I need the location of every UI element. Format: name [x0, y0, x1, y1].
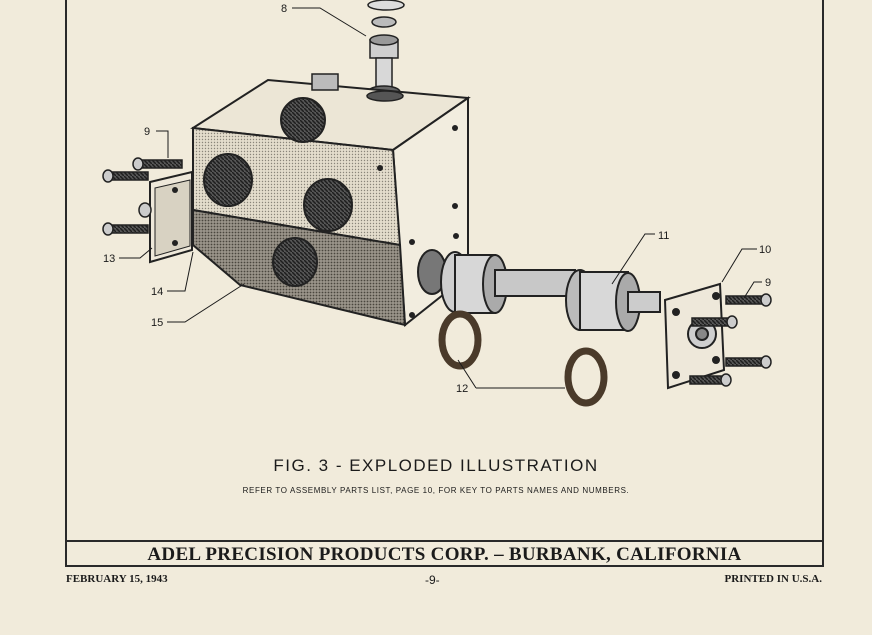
part-8-stack — [367, 0, 405, 99]
part-10-right-cover — [663, 282, 772, 390]
part-13-14-left-cover — [102, 157, 193, 264]
callout-13: 13 — [103, 253, 115, 265]
footer-band: ADEL PRECISION PRODUCTS CORP. – BURBANK,… — [65, 540, 824, 567]
callout-12: 12 — [456, 383, 468, 395]
leader-lines — [119, 7, 762, 389]
part-11-spool — [440, 251, 661, 332]
callout-10: 10 — [759, 244, 771, 256]
callout-11: 11 — [658, 230, 669, 242]
page-number: -9- — [425, 573, 440, 587]
page-frame — [65, 0, 824, 567]
printed-in: PRINTED IN U.S.A. — [724, 573, 823, 585]
figure-caption: FIG. 3 - EXPLODED ILLUSTRATION — [273, 456, 599, 475]
publication-date: FEBRUARY 15, 1943 — [66, 573, 168, 585]
callout-14: 14 — [151, 286, 163, 298]
callout-8: 8 — [281, 3, 287, 15]
callout-15: 15 — [151, 317, 163, 329]
callout-9-left: 9 — [144, 126, 150, 138]
part-12-o-rings — [438, 310, 608, 407]
company-name: ADEL PRECISION PRODUCTS CORP. – BURBANK,… — [147, 543, 742, 565]
callout-9-right: 9 — [765, 277, 771, 289]
figure-note: REFER TO ASSEMBLY PARTS LIST, PAGE 10, F… — [242, 486, 630, 495]
part-15-valve-body — [190, 73, 471, 327]
